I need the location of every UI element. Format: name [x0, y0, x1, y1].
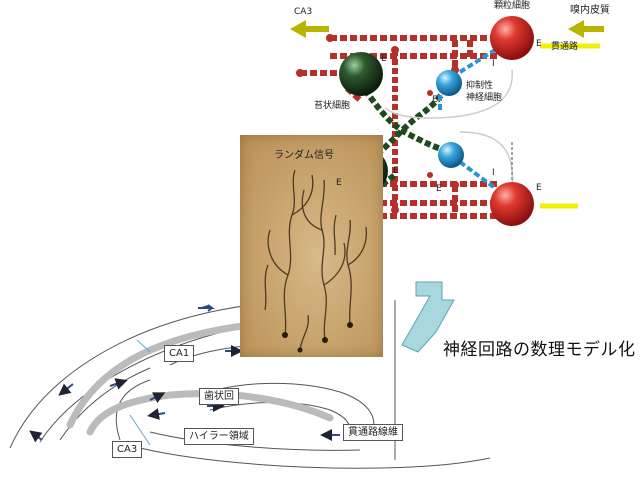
- mossy-cell-label: 苔状細胞: [314, 101, 351, 111]
- excitatory-label: E: [432, 95, 438, 105]
- excitatory-label: E: [336, 178, 342, 188]
- inhibitory-label: I: [492, 59, 495, 69]
- granule-cell-top: [490, 16, 534, 60]
- granule-cell-bottom: [490, 182, 534, 226]
- ca1-pointer-line: [136, 339, 151, 353]
- ca3-output-arrow: [290, 20, 329, 38]
- ca3-label: CA3: [112, 441, 143, 458]
- excitatory-label: E: [536, 183, 542, 193]
- perforant-path-label: 貫通路: [551, 42, 579, 52]
- caption-arrow: [401, 281, 455, 353]
- excitatory-label: E: [393, 166, 399, 176]
- hilar-region-label: ハイラー領域: [184, 428, 254, 445]
- granule-cell-label: 顆粒細胞: [494, 1, 531, 11]
- neuron-dendrite-drawing: [264, 169, 368, 353]
- inhibitory-neuron-label-line1: 抑制性: [466, 81, 494, 91]
- perforant-fibers-label: 貫通路線維: [343, 424, 403, 441]
- ca3-output-label: CA3: [294, 7, 313, 17]
- hippocampus-direction-arrows: [29, 304, 340, 443]
- inhibitory-label: I: [492, 168, 495, 178]
- inhibitory-cell-bottom: [438, 142, 464, 168]
- ca3-pointer-line: [129, 414, 151, 446]
- entorhinal-cortex-label: 嗅内皮質: [570, 5, 610, 16]
- excitatory-label: E: [436, 184, 442, 194]
- inhibitory-cell-top: [436, 70, 462, 96]
- excitatory-label: E: [536, 39, 542, 49]
- excitatory-connections: [300, 35, 500, 219]
- caption-title: 神経回路の数理モデル化: [443, 340, 636, 360]
- dentate-histology-image: [240, 135, 383, 357]
- feedback-arcs: [384, 69, 514, 191]
- inhibitory-connections: [438, 48, 497, 190]
- entorhinal-input-arrow: [568, 20, 604, 38]
- random-signal-label: ランダム信号: [274, 150, 334, 161]
- mossy-cell-top: [339, 52, 383, 96]
- ca1-label: CA1: [164, 345, 195, 362]
- inhibitory-neuron-label-line2: 神経細胞: [466, 93, 503, 103]
- perforant-input-lines: [540, 43, 600, 209]
- excitatory-label: E: [381, 54, 387, 64]
- dentate-gyrus-label: 歯状回: [199, 388, 239, 405]
